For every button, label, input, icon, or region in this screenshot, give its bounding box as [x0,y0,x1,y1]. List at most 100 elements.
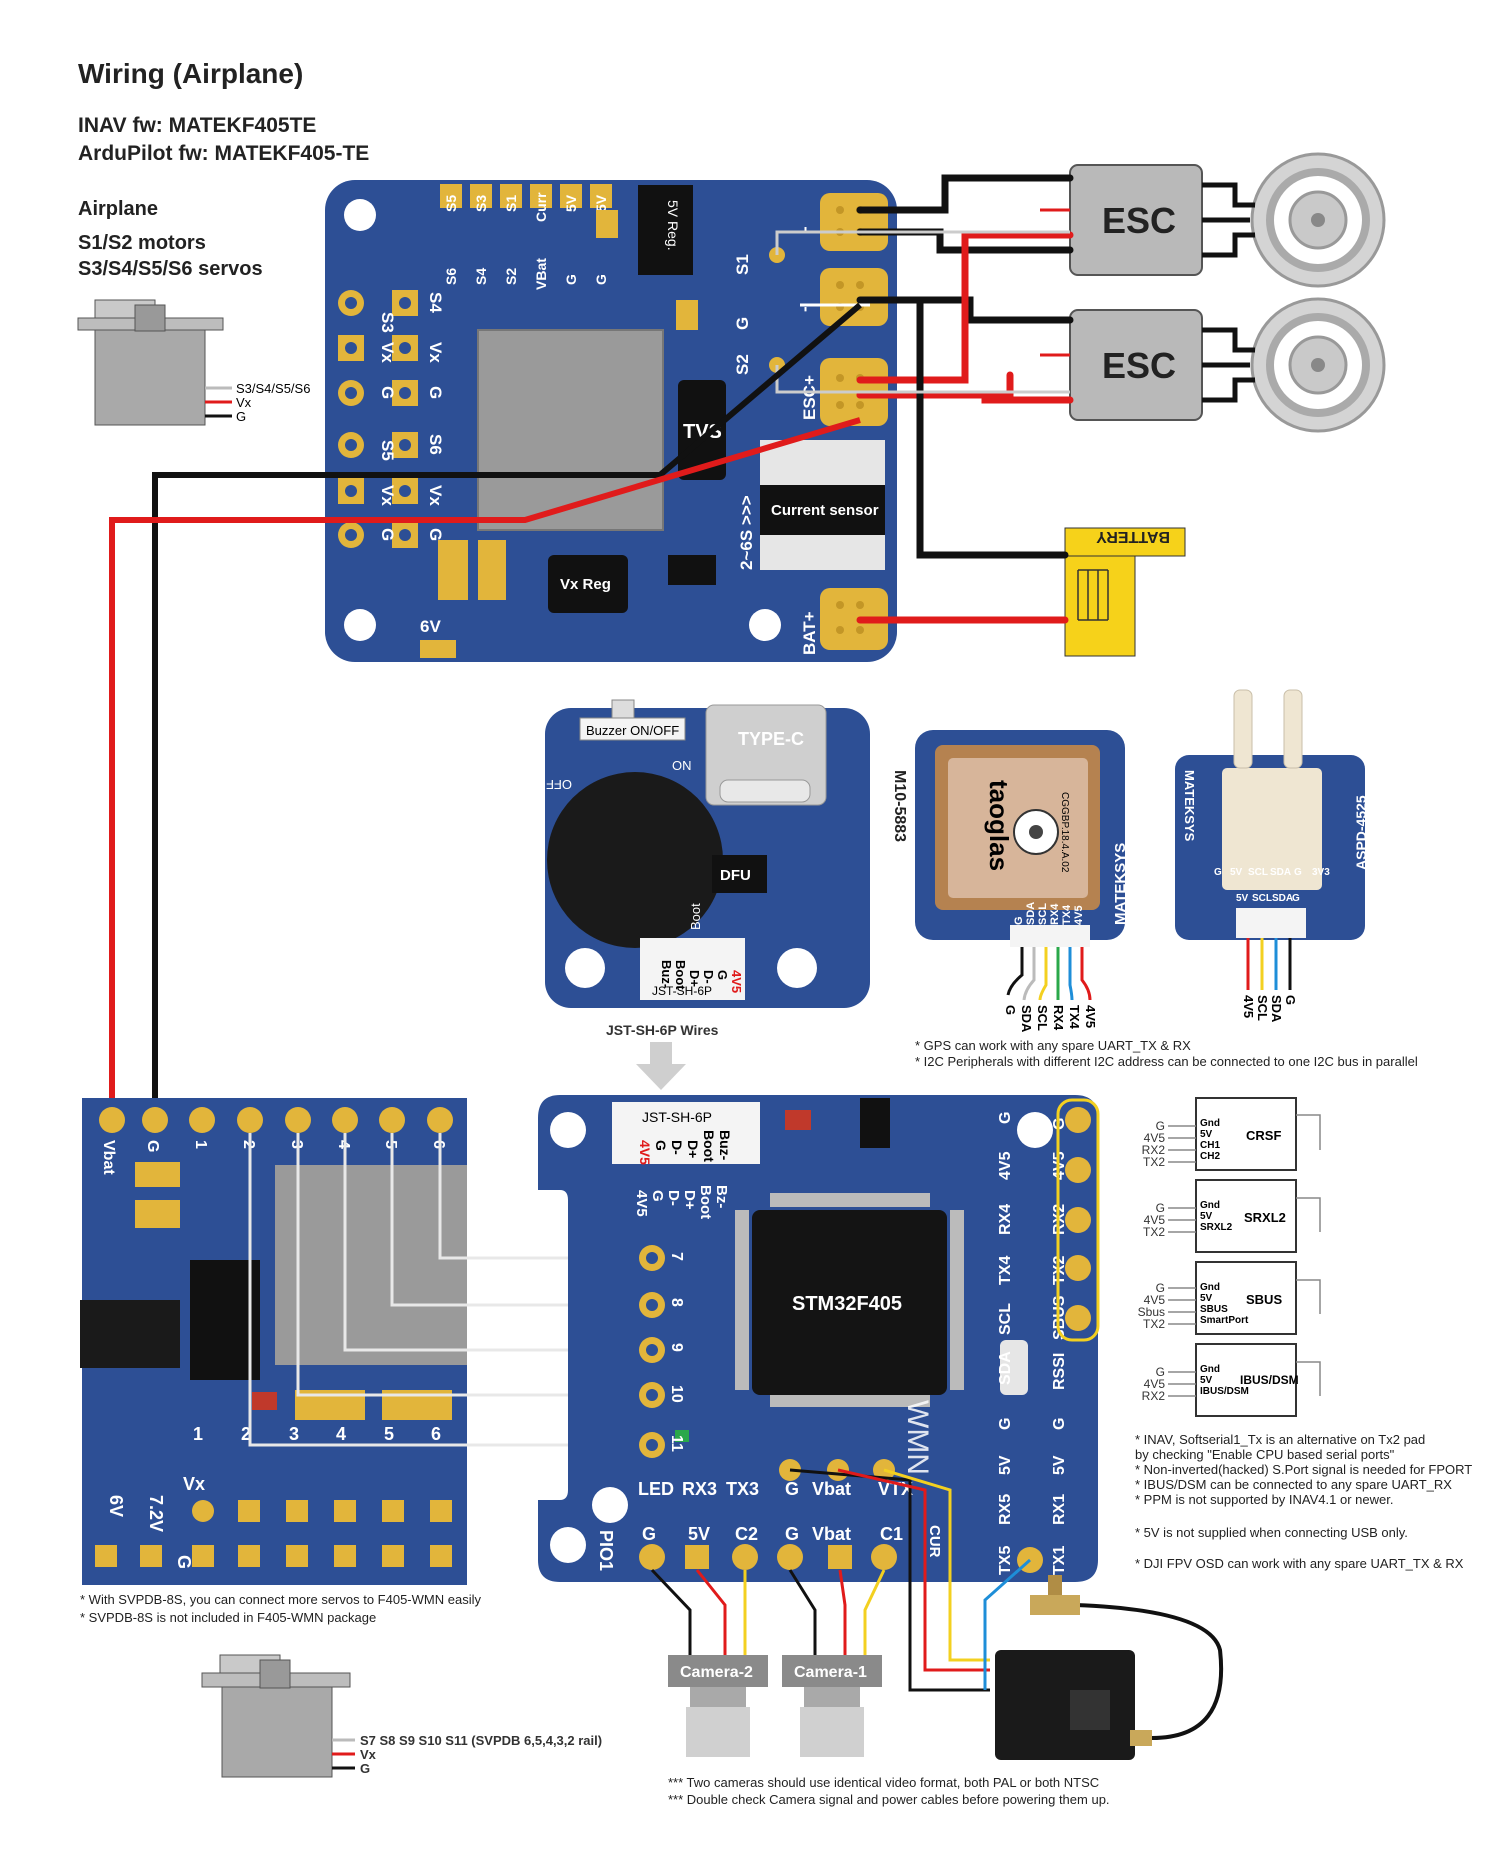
ardupilot-firmware: ArduPilot fw: MATEKF405-TE [78,142,370,165]
fc-conn-pin-dm: D- [669,1140,685,1155]
fc-bottom2-vbat: Vbat [812,1524,851,1544]
aspd-pin-g2: G [1294,867,1302,878]
pdb-pad-s5: S5 [378,440,397,461]
gps-part-number: CGGBP.18.4.A.02 [1059,792,1070,873]
receiver-sbus: SBUS [1195,1261,1297,1335]
pdb-label-s5: S5 [443,195,459,212]
fc-bottom-g: G [785,1479,799,1499]
fc-conn2-boot: Boot [697,1185,714,1219]
svpdb-6v: 6V [106,1495,126,1517]
rx-sbus-pin-sbus: SBUS [1200,1304,1228,1315]
fc-servo-9: 9 [668,1343,685,1352]
svpdb-note-1: * With SVPDB-8S, you can connect more se… [80,1592,481,1607]
rx-crsf-left-tx2: TX2 [1143,1155,1165,1169]
usb-pin-dminus: D- [701,970,716,984]
pdb-pad-g-4: G [426,528,445,541]
fc-r1-tx5: TX5 [997,1546,1014,1575]
aspd-pin2-5v: 5V [1236,893,1249,904]
fc-r2-5v: 5V [1051,1455,1068,1475]
fc-servo-pads[interactable] [639,1245,665,1458]
svpdb-num-2: 2 [241,1424,251,1444]
usb-board: Buzzer ON/OFF OFF ON TYPE-C DFU Boot 4V5… [545,699,870,1008]
rx-srxl2-left-4v5: 4V5 [1144,1213,1166,1227]
fc-bottom2-c1: C1 [880,1524,903,1544]
pdb-pad-s6: S6 [426,434,445,455]
pdb-pad-vx-4: Vx [426,485,445,506]
receiver-crsf: CRSF [1195,1097,1297,1171]
servo-top-vx-label: Vx [236,395,252,410]
servo-top-signal-label: S3/S4/S5/S6 [236,381,310,396]
servo-bottom-icon [201,1654,351,1778]
fc-bottom-rx3: RX3 [682,1479,717,1499]
pdb-esc-plus: ESC+ [800,375,819,420]
pdb-minus-1: - [795,226,814,232]
battery-label: BATTERY [1096,528,1170,545]
usb-pin-buz: Buz- [659,960,674,988]
receiver-srxl2: SRXL2 [1195,1179,1297,1253]
rx-ibus-left-rx2: RX2 [1142,1389,1166,1403]
pdb-label-s1: S1 [503,195,519,212]
svpdb-72v: 7.2V [146,1495,166,1532]
fc-r1-4v5: 4V5 [997,1151,1014,1180]
airplane-heading: Airplane [78,198,159,220]
camera-1: Camera-1 [782,1655,882,1757]
pdb-bat-plus: BAT+ [800,611,819,655]
gps-wire-rx4: RX4 [1051,1005,1066,1031]
servo-top-g-label: G [236,409,246,424]
rx-srxl2-pin-srxl2: SRXL2 [1200,1222,1233,1233]
fc-bottom2-5v: 5V [688,1524,710,1544]
motor-1-icon [1250,152,1386,288]
usb-typec-label[interactable]: TYPE-C [738,729,804,749]
camera-2: Camera-2 [668,1655,768,1757]
fc-r1-rx5: RX5 [997,1494,1014,1525]
gps-pin-4v5: 4V5 [1073,905,1085,925]
fc-servo-10: 10 [668,1385,685,1403]
rx-ibus-pin-5v: 5V [1200,1375,1213,1386]
airspeed-sensor: MATEKSYS ASPD-4525 G 5V SCL SDA G 3V3 5V… [1175,689,1369,940]
camera-note-2: *** Double check Camera signal and power… [668,1792,1110,1807]
pdb-label-s3: S3 [473,195,489,212]
rx-srxl2-pin-5v: 5V [1200,1211,1213,1222]
fc-uart-pads[interactable] [1017,1107,1091,1573]
fc-bottom-pads[interactable] [639,1459,897,1570]
rx-ibus-left-g: G [1156,1365,1165,1379]
usb-dfu-button[interactable]: DFU [720,867,751,884]
rx-sbus-pin-gnd: Gnd [1200,1282,1220,1293]
gps-pin-rx4: RX4 [1049,903,1061,925]
usb-connector-label: JST-SH-6P [652,984,712,998]
fc-r1-sda: SDA [997,1351,1014,1385]
svpdb-num-5: 5 [384,1424,394,1444]
aspd-pin2-sda: SDA [1272,893,1293,904]
down-arrow-icon [636,1042,686,1090]
svpdb-vx: Vx [183,1474,205,1494]
svpdb-servo-pins[interactable] [95,1500,452,1567]
fc-conn2-4v5: 4V5 [633,1190,650,1217]
aspd-pin-5v: 5V [1230,867,1243,878]
svpdb-pad-1: 1 [192,1140,209,1149]
rx-crsf-pin-5v: 5V [1200,1129,1213,1140]
fc-connector-label: JST-SH-6P [642,1109,712,1125]
fc-mcu: STM32F405 [792,1293,902,1315]
gps-wire-scl: SCL [1035,1005,1050,1031]
aspd-pin-scl: SCL [1248,867,1268,878]
usb-on-label: ON [672,758,692,773]
pdb-s2-label: S2 [733,354,752,375]
esc-2-label: ESC [1102,345,1176,386]
rx-sbus-pin-5v: 5V [1200,1293,1213,1304]
pdb-servo-pads[interactable] [338,290,418,548]
rx-sbus-left-sbus: Sbus [1138,1305,1165,1319]
fc-bottom-vbat: Vbat [812,1479,851,1499]
rx-ibus-pin-gnd: Gnd [1200,1364,1220,1375]
pdb-label-5v-a: 5V [563,194,579,212]
camera-1-label: Camera-1 [794,1664,867,1681]
svpdb-g: G [174,1555,194,1569]
svpdb-num-3: 3 [289,1424,299,1444]
usb-boot-label: Boot [688,903,703,930]
gps-note-2: * I2C Peripherals with different I2C add… [915,1054,1418,1069]
pdb-5v-reg: 5V Reg. [665,200,681,251]
gps-maker: MATEKSYS [1112,843,1129,925]
fc-conn-pin-buz: Buz- [717,1130,733,1161]
usb-buzzer-switch[interactable]: Buzzer ON/OFF [586,723,679,738]
esc-2: ESC [1069,309,1203,421]
